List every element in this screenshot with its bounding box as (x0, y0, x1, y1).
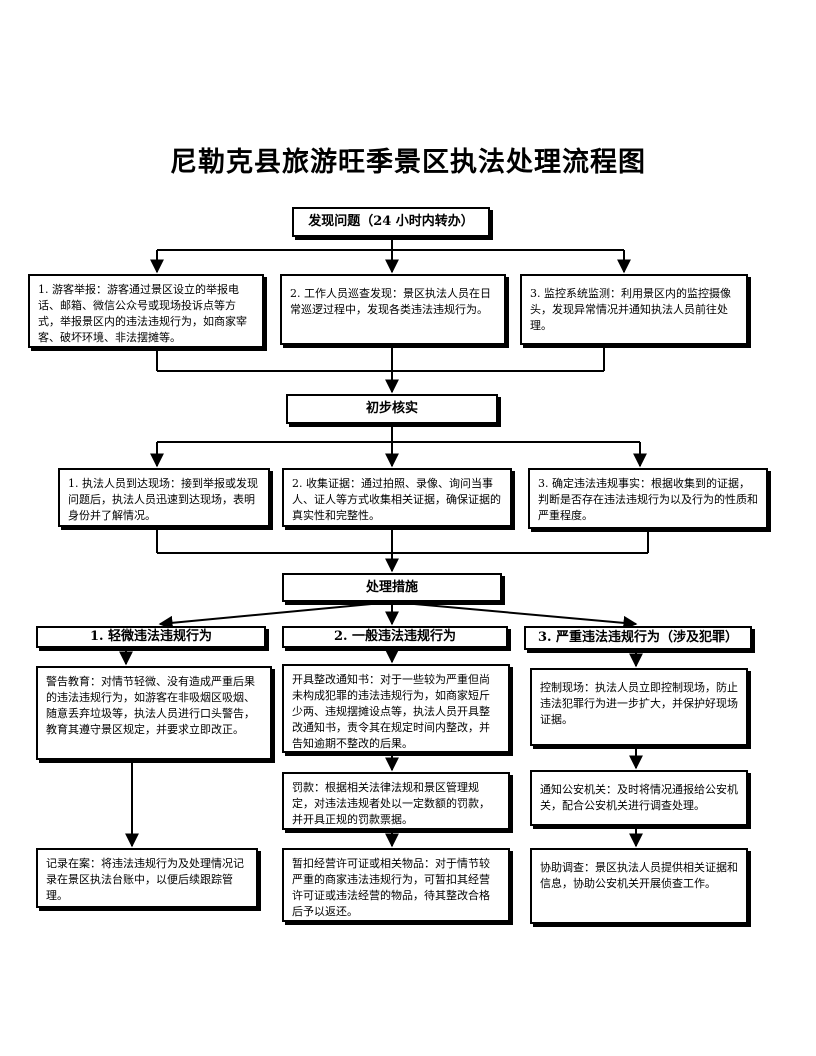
stage3-header: 处理措施 (282, 573, 502, 602)
minor-step-warning: 警告教育：对情节轻微、没有造成严重后果的违法违规行为，如游客在非吸烟区吸烟、随意… (36, 666, 272, 760)
stage1-item-2: 2. 工作人员巡查发现：景区执法人员在日常巡逻过程中，发现各类违法违规行为。 (280, 274, 506, 345)
minor-step-record: 记录在案：将违法违规行为及处理情况记录在景区执法台账中，以便后续跟踪管理。 (36, 848, 258, 908)
stage1-item-3: 3. 监控系统监测：利用景区内的监控摄像头，发现异常情况并通知执法人员前往处理。 (520, 274, 748, 345)
stage1-item-1: 1. 游客举报：游客通过景区设立的举报电话、邮箱、微信公众号或现场投诉点等方式，… (28, 274, 264, 348)
minor-violation-header: 1. 轻微违法违规行为 (36, 626, 266, 648)
serious-step-notify-police: 通知公安机关：及时将情况通报给公安机关，配合公安机关进行调查处理。 (530, 770, 748, 826)
stage2-item-1: 1. 执法人员到达现场：接到举报或发现问题后，执法人员迅速到达现场，表明身份并了… (58, 468, 270, 527)
general-step-seize: 暂扣经营许可证或相关物品：对于情节较严重的商家违法违规行为，可暂扣其经营许可证或… (282, 848, 510, 922)
stage2-header: 初步核实 (286, 394, 498, 424)
stage2-item-2: 2. 收集证据：通过拍照、录像、询问当事人、证人等方式收集相关证据，确保证据的真… (282, 468, 512, 527)
serious-step-assist: 协助调查：景区执法人员提供相关证据和信息，协助公安机关开展侦查工作。 (530, 848, 748, 924)
serious-step-control: 控制现场：执法人员立即控制现场，防止违法犯罪行为进一步扩大，并保护好现场证据。 (530, 668, 748, 746)
stage2-item-3: 3. 确定违法违规事实：根据收集到的证据，判断是否存在违法违规行为以及行为的性质… (528, 468, 768, 529)
general-step-notice: 开具整改通知书：对于一些较为严重但尚未构成犯罪的违法违规行为，如商家短斤少两、违… (282, 664, 510, 753)
general-violation-header: 2. 一般违法违规行为 (282, 626, 508, 648)
stage1-header: 发现问题（24 小时内转办） (292, 207, 490, 237)
page-title: 尼勒克县旅游旺季景区执法处理流程图 (170, 147, 646, 178)
serious-violation-header: 3. 严重违法违规行为（涉及犯罪） (524, 626, 752, 650)
general-step-fine: 罚款：根据相关法律法规和景区管理规定，对违法违规者处以一定数额的罚款，并开具正规… (282, 772, 510, 830)
